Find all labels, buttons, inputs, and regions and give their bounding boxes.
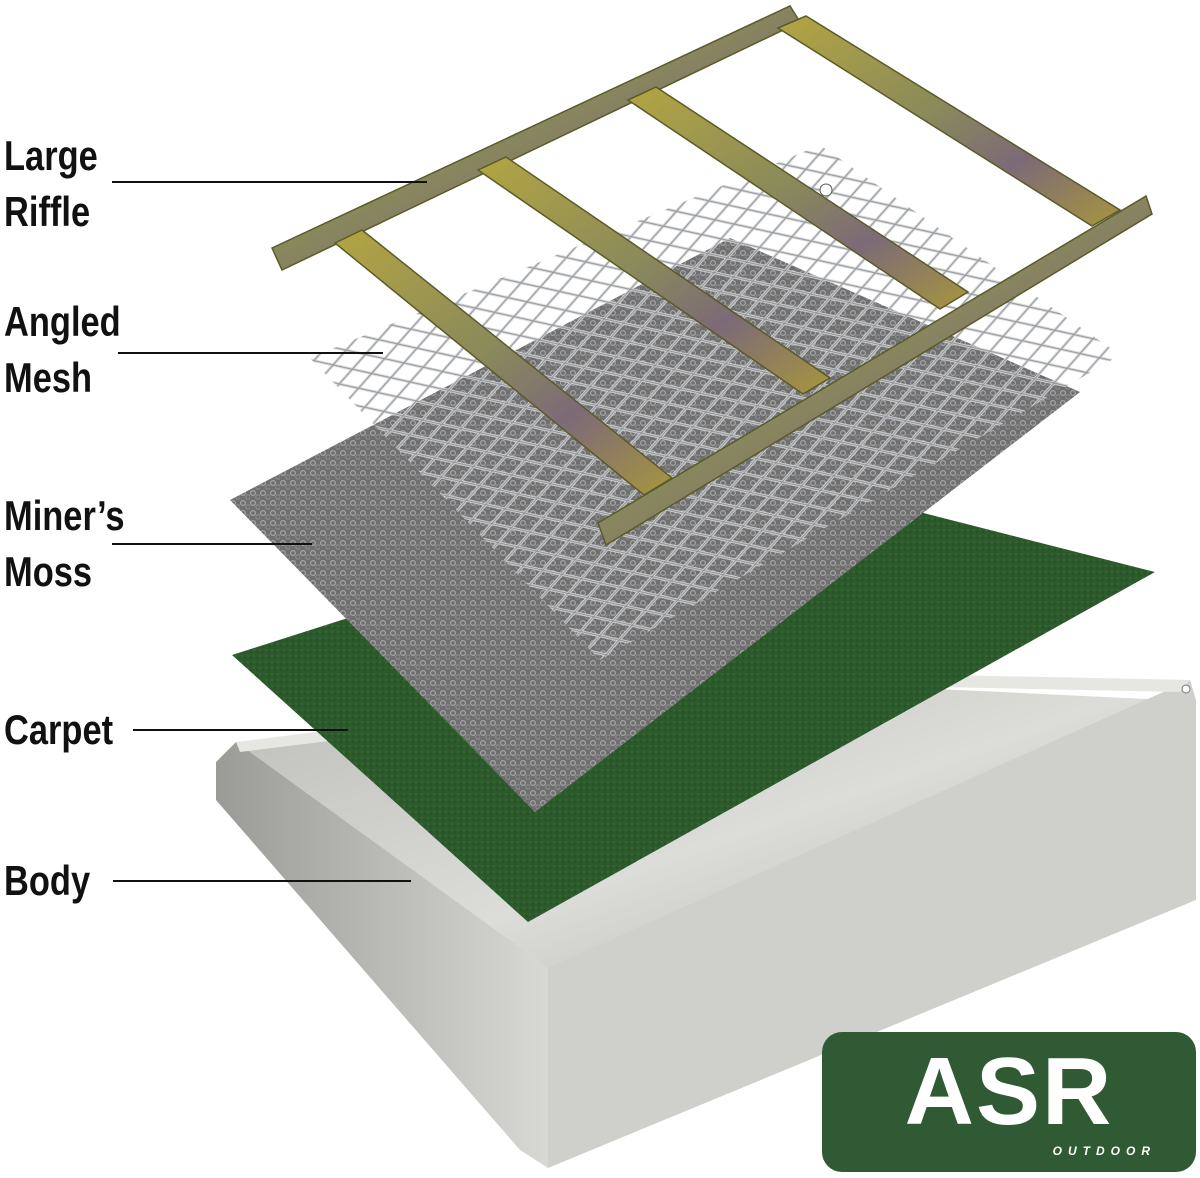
- leader-large-riffle: [112, 181, 427, 183]
- body-left-wall: [216, 742, 548, 1168]
- riffle-bar-2: [476, 156, 832, 395]
- label-angled-mesh: Angled Mesh: [4, 298, 121, 401]
- leader-angled-mesh: [118, 352, 383, 354]
- label-large-riffle: Large Riffle: [4, 132, 98, 235]
- riffle-bar-1: [333, 229, 674, 496]
- body-hole: [1181, 684, 1191, 694]
- riffle-hole: [819, 183, 833, 197]
- label-body: Body: [4, 857, 91, 904]
- riffle-frame: [271, 5, 1153, 547]
- leader-body: [113, 880, 411, 882]
- riffle-bar-4: [776, 15, 1122, 227]
- body-right-wall: [548, 680, 1196, 1168]
- logo-subtext: OUTDOOR: [1052, 1144, 1156, 1158]
- leader-carpet: [133, 729, 348, 731]
- label-carpet: Carpet: [4, 706, 114, 753]
- riffle-bottom-rail: [597, 194, 1153, 547]
- label-miners-moss: Miner’s Moss: [4, 492, 125, 595]
- leader-miners-moss: [112, 543, 312, 545]
- logo-text: ASR: [904, 1038, 1114, 1145]
- asr-logo: ASR OUTDOOR: [822, 1032, 1196, 1172]
- riffle-bar-3: [626, 86, 970, 310]
